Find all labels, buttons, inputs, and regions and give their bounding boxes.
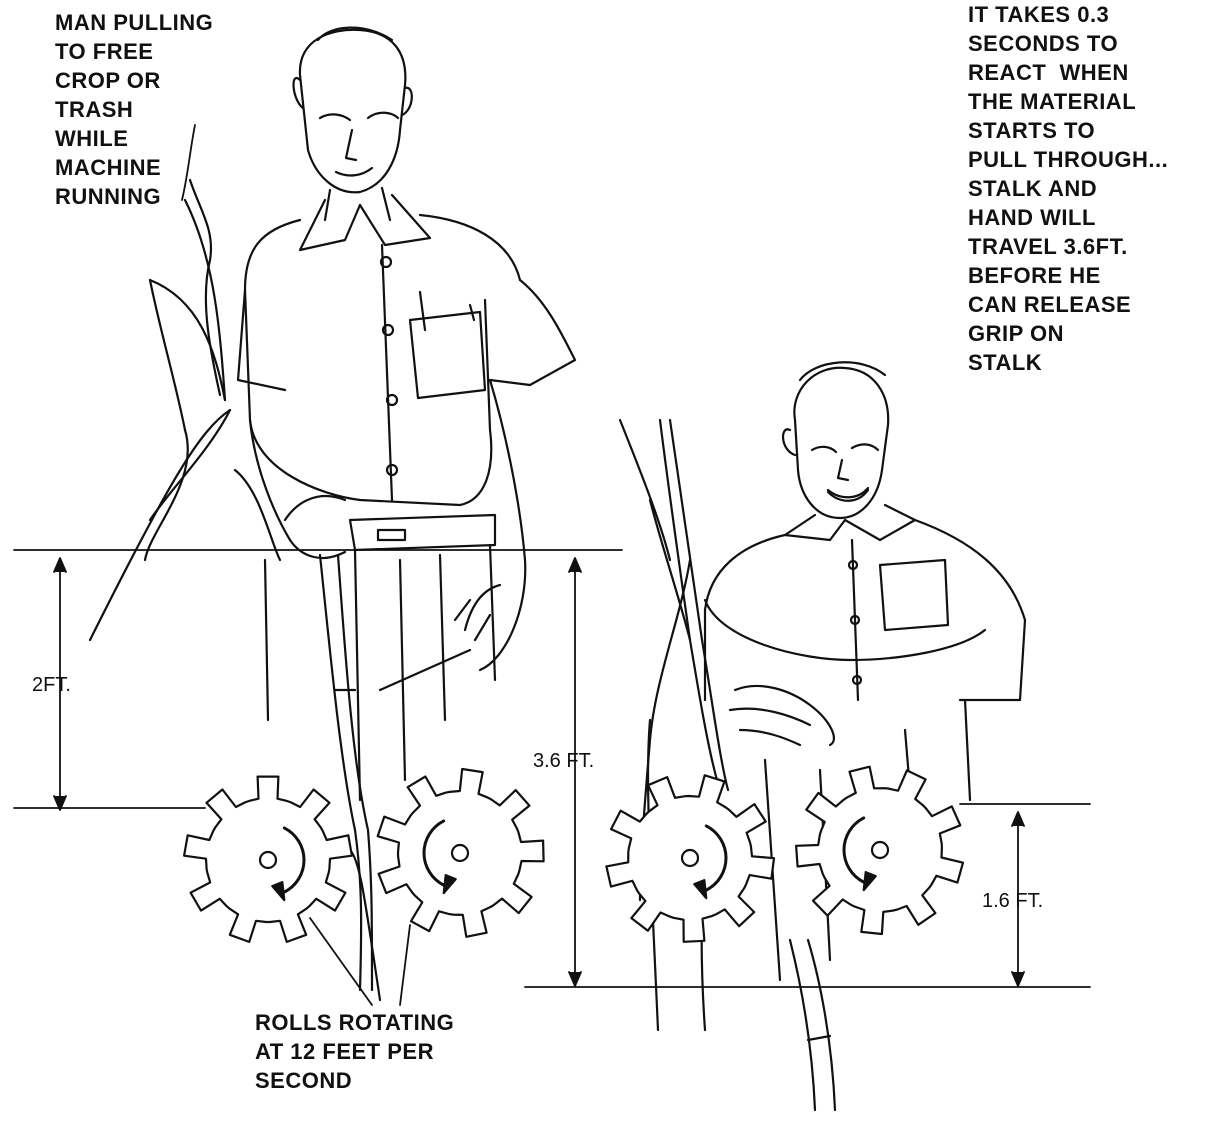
feed-rolls <box>183 765 965 943</box>
rotation-arrowhead <box>271 881 286 902</box>
label-man-pulling: MAN PULLING TO FREE CROP OR TRASH WHILE … <box>55 10 214 209</box>
rotation-arrowhead <box>442 874 457 895</box>
dimension-label-3-6ft: 3.6 FT. <box>533 750 595 772</box>
label-rolls-rotating: ROLLS ROTATING AT 12 FEET PER SECOND <box>255 1010 455 1093</box>
roll-teeth-outline <box>605 774 776 943</box>
roll-teeth-outline <box>795 765 965 936</box>
rotation-arrow <box>422 819 446 887</box>
rotation-arrowhead <box>693 879 708 900</box>
feed-roll-4 <box>795 765 965 936</box>
dimension-label-1-6ft: 1.6 FT. <box>982 890 1044 912</box>
feed-roll-3 <box>605 774 776 943</box>
label-reaction-time: IT TAKES 0.3 SECONDS TO REACT WHEN THE M… <box>968 2 1169 375</box>
roll-teeth-outline <box>183 775 353 943</box>
dimension-lines <box>13 124 1091 1006</box>
roll-hub <box>680 848 700 868</box>
roll-hub <box>258 850 278 870</box>
left-crop-stalk <box>88 178 382 1002</box>
dimension-label-2ft: 2FT. <box>32 674 71 696</box>
feed-roll-2 <box>376 767 545 938</box>
rotation-arrow <box>282 826 306 894</box>
roll-hub <box>450 843 470 863</box>
rotation-arrowhead <box>862 871 877 892</box>
rotation-arrow <box>842 816 866 884</box>
feed-roll-1 <box>183 775 353 943</box>
rotation-arrow <box>704 824 728 892</box>
roll-hub <box>870 840 890 860</box>
left-man-figure <box>236 26 577 802</box>
roll-teeth-outline <box>376 767 545 938</box>
